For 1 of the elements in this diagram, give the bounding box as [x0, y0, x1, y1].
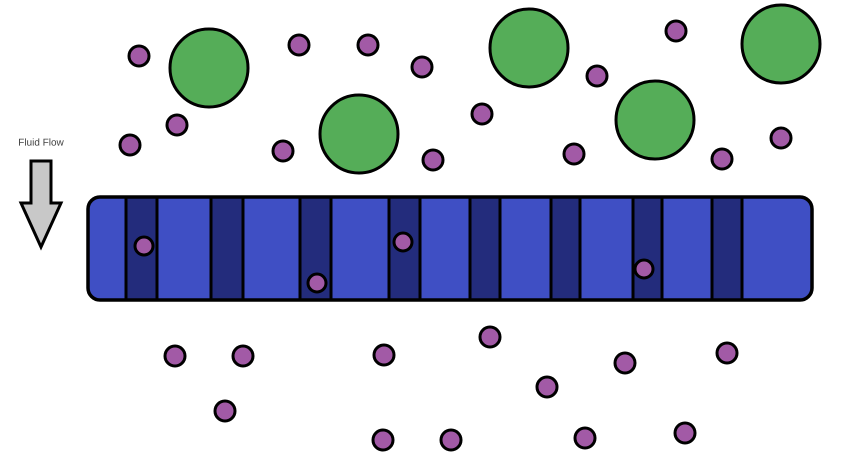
flow-label: Fluid Flow — [19, 138, 64, 146]
